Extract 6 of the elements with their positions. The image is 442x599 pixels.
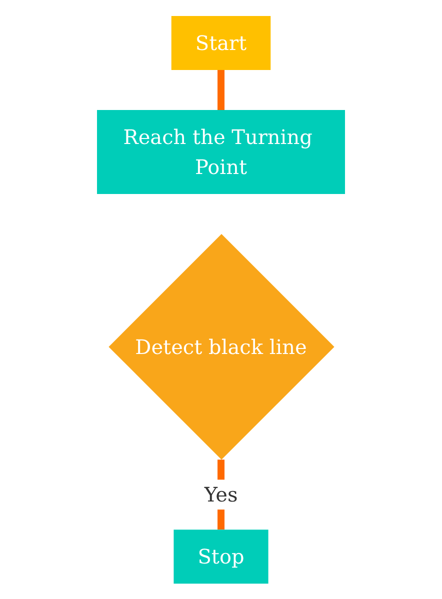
- node-box: Reach the Turning Point: [97, 110, 345, 194]
- node-box: Start: [171, 16, 271, 70]
- node-diamond: Detect black line: [108, 234, 334, 460]
- node-box: Stop: [174, 529, 268, 584]
- connector: [218, 70, 224, 110]
- edge-label: Yes: [204, 482, 238, 506]
